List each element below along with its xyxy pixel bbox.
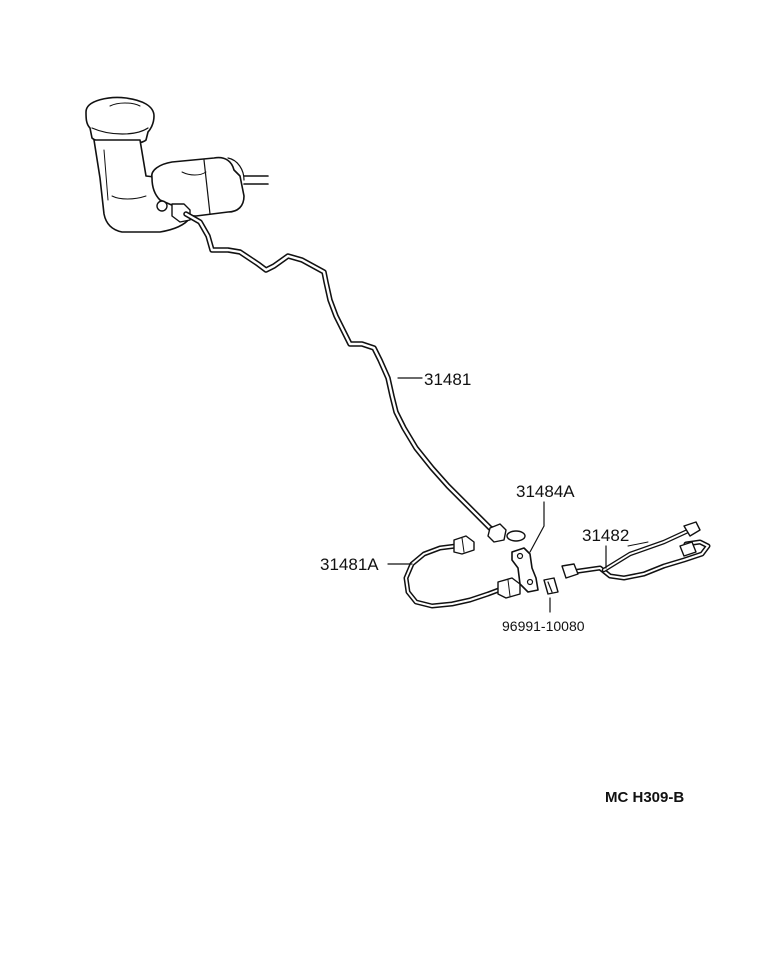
clutch-master-cylinder	[85, 96, 269, 233]
part-label-31481A: 31481A	[320, 555, 379, 574]
clutch-pipe-31481	[183, 211, 526, 543]
clip-96991-10080	[543, 577, 559, 595]
part-label-31484A: 31484A	[516, 482, 575, 501]
clutch-hose-31481A	[403, 535, 521, 609]
diagram-code: MC H309-B	[605, 789, 684, 806]
part-label-31481: 31481	[424, 370, 471, 389]
part-label-96991-10080: 96991-10080	[502, 618, 585, 634]
hose-bracket-31484A	[511, 547, 539, 593]
release-pipe-31482	[561, 521, 711, 581]
leader-lines	[387, 377, 607, 613]
part-label-31482: 31482	[582, 526, 629, 545]
